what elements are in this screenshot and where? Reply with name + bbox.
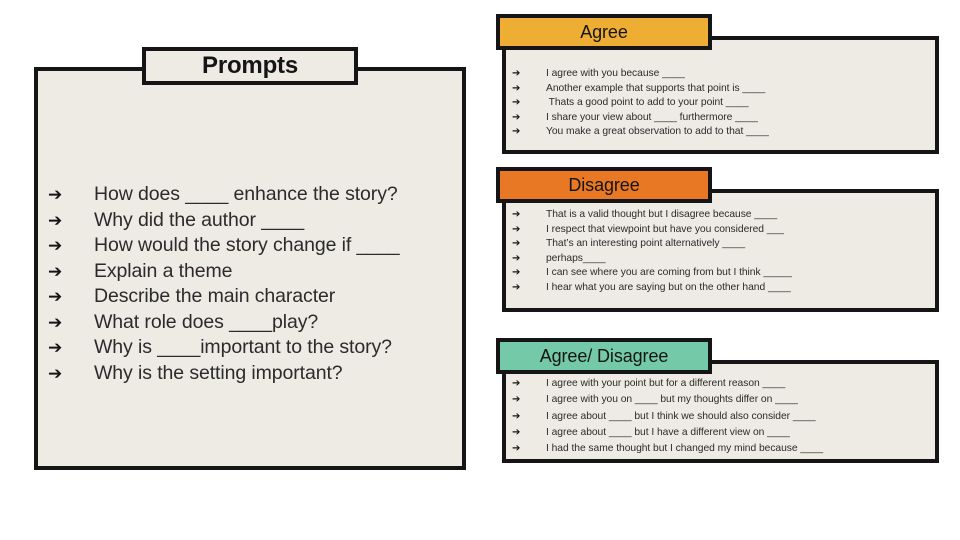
agree-disagree-header-banner: Agree/ Disagree xyxy=(496,338,712,374)
list-item: ➔ I agree with you because ____ xyxy=(512,68,932,83)
prompt-text: Why did the author ____ xyxy=(94,208,305,231)
prompt-text: Describe the main character xyxy=(94,285,336,307)
agree-item-text: I agree with you because ____ xyxy=(546,68,685,79)
agree-disagree-item-text: I agree with your point but for a differ… xyxy=(546,378,786,389)
agree-disagree-item-text: I had the same thought but I changed my … xyxy=(546,443,824,455)
agree-disagree-list: ➔ I agree with your point but for a diff… xyxy=(512,378,932,459)
prompt-text: How would the story change if ____ xyxy=(94,234,400,256)
section-disagree: Disagree ➔ That is a valid thought but I… xyxy=(496,167,944,312)
arrow-icon: ➔ xyxy=(48,261,63,281)
agree-disagree-header-label: Agree/ Disagree xyxy=(539,346,669,366)
arrow-icon: ➔ xyxy=(48,287,63,306)
list-item: ➔ Why is the setting important? xyxy=(48,362,448,388)
disagree-item-text: I hear what you are saying but on the ot… xyxy=(546,281,791,293)
agree-item-text: Thats a good point to add to your point … xyxy=(546,97,749,109)
agree-list: ➔ I agree with you because ____ ➔ Anothe… xyxy=(512,68,932,141)
list-item: ➔ Why is ____important to the story? xyxy=(48,336,448,362)
arrow-icon: ➔ xyxy=(512,97,521,109)
list-item: ➔ Explain a theme xyxy=(48,260,448,286)
agree-body-panel xyxy=(502,36,939,154)
section-agree: Agree ➔ I agree with you because ____ ➔ … xyxy=(496,14,944,154)
disagree-header-label: Disagree xyxy=(568,175,640,195)
list-item: ➔ That’s an interesting point alternativ… xyxy=(512,238,932,253)
list-item: ➔ Why did the author ____ xyxy=(48,209,448,235)
prompts-panel xyxy=(34,67,466,470)
list-item: ➔ I share your view about ____ furthermo… xyxy=(512,112,932,127)
list-item: ➔ How would the story change if ____ xyxy=(48,234,448,260)
arrow-icon: ➔ xyxy=(512,82,521,94)
disagree-item-text: I can see where you are coming from but … xyxy=(546,267,792,279)
disagree-list: ➔ That is a valid thought but I disagree… xyxy=(512,209,932,297)
arrow-icon: ➔ xyxy=(48,338,63,357)
section-agree-disagree: Agree/ Disagree ➔ I agree with your poin… xyxy=(496,338,944,464)
list-item: ➔ I agree with your point but for a diff… xyxy=(512,378,932,394)
agree-item-text: You make a great observation to add to t… xyxy=(546,126,769,138)
arrow-icon: ➔ xyxy=(48,236,63,255)
arrow-icon: ➔ xyxy=(512,126,521,138)
agree-item-text: I share your view about ____ furthermore… xyxy=(546,111,758,123)
arrow-icon: ➔ xyxy=(48,185,63,204)
arrow-icon: ➔ xyxy=(512,443,521,455)
agree-disagree-item-text: I agree about ____ but I think we should… xyxy=(546,410,816,422)
page-title: Prompts xyxy=(202,52,298,79)
disagree-item-text: That’s an interesting point alternativel… xyxy=(546,238,745,250)
list-item: ➔ I had the same thought but I changed m… xyxy=(512,443,932,459)
list-item: ➔ I can see where you are coming from bu… xyxy=(512,267,932,282)
prompt-text: Explain a theme xyxy=(94,259,233,282)
prompts-title-box: Prompts xyxy=(142,47,358,85)
arrow-icon: ➔ xyxy=(512,252,521,264)
list-item: ➔ I respect that viewpoint but have you … xyxy=(512,224,932,239)
prompt-text: Why is ____important to the story? xyxy=(94,336,392,358)
list-item: ➔ Describe the main character xyxy=(48,285,448,311)
list-item: ➔ What role does ____play? xyxy=(48,311,448,337)
list-item: ➔ I agree with you on ____ but my though… xyxy=(512,394,932,410)
list-item: ➔ How does ____ enhance the story? xyxy=(48,183,448,209)
prompt-text: Why is the setting important? xyxy=(94,361,343,384)
list-item: ➔ Another example that supports that poi… xyxy=(512,83,932,98)
arrow-icon: ➔ xyxy=(512,267,521,279)
arrow-icon: ➔ xyxy=(512,410,521,422)
disagree-item-text: perhaps____ xyxy=(546,252,606,264)
arrow-icon: ➔ xyxy=(48,363,63,383)
agree-header-label: Agree xyxy=(580,22,628,42)
prompt-text: How does ____ enhance the story? xyxy=(94,183,398,205)
arrow-icon: ➔ xyxy=(512,281,521,293)
agree-header-banner: Agree xyxy=(496,14,712,50)
list-item: ➔ I hear what you are saying but on the … xyxy=(512,282,932,297)
arrow-icon: ➔ xyxy=(512,209,521,220)
list-item: ➔ perhaps____ xyxy=(512,253,932,268)
list-item: ➔ You make a great observation to add to… xyxy=(512,126,932,141)
arrow-icon: ➔ xyxy=(512,223,521,235)
list-item: ➔ That is a valid thought but I disagree… xyxy=(512,209,932,224)
disagree-header-banner: Disagree xyxy=(496,167,712,203)
arrow-icon: ➔ xyxy=(48,312,63,332)
arrow-icon: ➔ xyxy=(512,111,521,123)
prompts-list: ➔ How does ____ enhance the story? ➔ Why… xyxy=(48,183,448,387)
disagree-item-text: That is a valid thought but I disagree b… xyxy=(546,209,778,220)
agree-disagree-item-text: I agree about ____ but I have a differen… xyxy=(546,426,790,438)
list-item: ➔ I agree about ____ but I think we shou… xyxy=(512,411,932,427)
list-item: ➔ I agree about ____ but I have a differ… xyxy=(512,427,932,443)
arrow-icon: ➔ xyxy=(512,426,521,438)
prompt-text: What role does ____play? xyxy=(94,310,319,333)
agree-disagree-item-text: I agree with you on ____ but my thoughts… xyxy=(546,394,798,406)
arrow-icon: ➔ xyxy=(512,394,521,406)
arrow-icon: ➔ xyxy=(512,238,521,250)
agree-item-text: Another example that supports that point… xyxy=(546,82,766,94)
disagree-body-panel xyxy=(502,189,939,312)
arrow-icon: ➔ xyxy=(512,378,521,389)
arrow-icon: ➔ xyxy=(48,210,63,230)
list-item: ➔ Thats a good point to add to your poin… xyxy=(512,97,932,112)
arrow-icon: ➔ xyxy=(512,68,521,79)
agree-disagree-body-panel xyxy=(502,360,939,463)
disagree-item-text: I respect that viewpoint but have you co… xyxy=(546,223,784,235)
